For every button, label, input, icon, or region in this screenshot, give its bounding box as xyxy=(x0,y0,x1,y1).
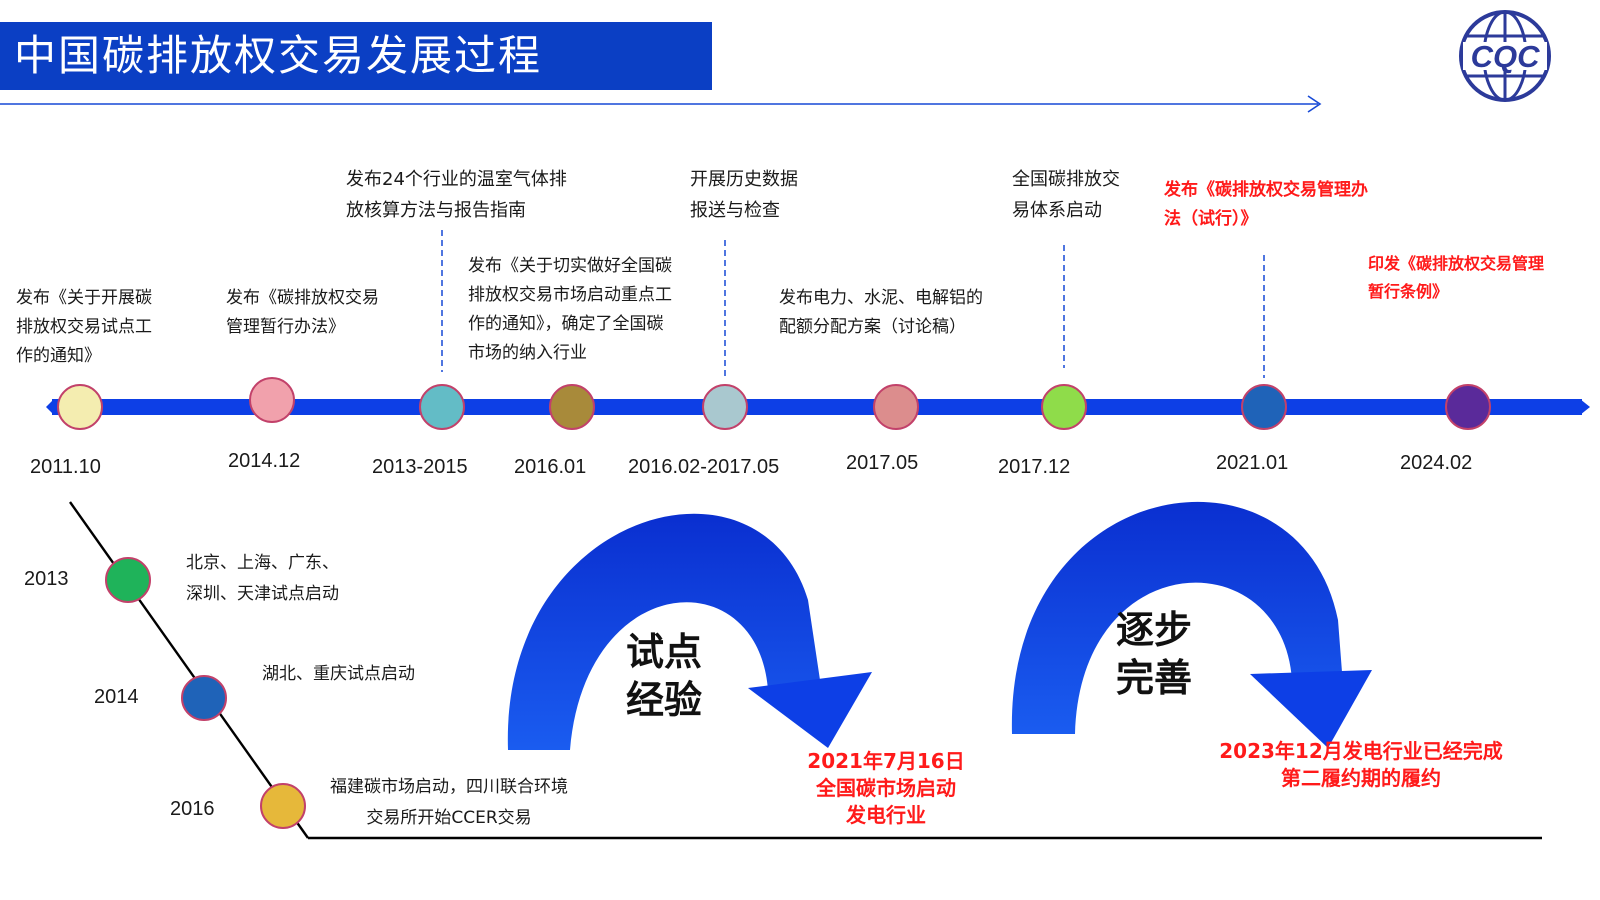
pilot-node xyxy=(181,675,227,721)
milestone-node xyxy=(702,384,748,430)
pilot-node xyxy=(105,557,151,603)
milestone-date: 2017.05 xyxy=(846,452,919,474)
page-title: 中国碳排放权交易发展过程 xyxy=(14,31,543,80)
milestone-text-2014-12: 发布《碳排放权交易 管理暂行办法》 xyxy=(226,288,379,337)
timeline-bar-right-cap xyxy=(1580,399,1590,415)
milestone-date: 2014.12 xyxy=(228,450,301,472)
curved-arrow-phase1 xyxy=(507,513,872,750)
pilot-year: 2013 xyxy=(24,568,69,590)
pilot-text-2014: 湖北、重庆试点启动 xyxy=(262,664,415,684)
milestone-text-2016-01: 发布《关于切实做好全国碳 排放权交易市场启动重点工 作的通知》，确定了全国碳 市… xyxy=(468,256,672,363)
milestone-node xyxy=(249,377,295,423)
cqc-logo: CQC xyxy=(1459,10,1551,102)
cqc-logo-text: CQC xyxy=(1471,39,1541,74)
timeline-bar-left-cap xyxy=(46,399,54,415)
milestone-text-2013-2015: 发布24个行业的温室气体排 放核算方法与报告指南 xyxy=(346,169,567,221)
milestone-node xyxy=(1445,384,1491,430)
milestone-nodes xyxy=(57,377,1491,430)
pilot-text-2013: 北京、上海、广东、 深圳、天津试点启动 xyxy=(186,553,339,604)
milestone-date: 2021.01 xyxy=(1216,452,1289,474)
phase-label-pilot-experience: 试点 经验 xyxy=(626,630,703,722)
milestone-text-2016-02: 开展历史数据 报送与检查 xyxy=(690,169,798,221)
milestone-date: 2016.01 xyxy=(514,456,587,478)
title-underline-arrowhead xyxy=(1307,95,1322,113)
milestone-date: 2013-2015 xyxy=(372,456,468,478)
milestone-date: 2011.10 xyxy=(30,456,101,478)
milestone-node xyxy=(1241,384,1287,430)
milestone-node xyxy=(873,384,919,430)
phase-label-gradual-improvement: 逐步 完善 xyxy=(1116,608,1193,700)
milestone-text-2017-12: 全国碳排放交 易体系启动 xyxy=(1012,169,1120,221)
milestone-node xyxy=(419,384,465,430)
pilot-year: 2016 xyxy=(170,798,215,820)
pilot-node xyxy=(260,783,306,829)
milestone-text-2021-01: 发布《碳排放权交易管理办 法（试行）》 xyxy=(1164,180,1368,229)
curved-arrow-phase2 xyxy=(1011,501,1372,748)
pilot-year: 2014 xyxy=(94,686,139,708)
pilot-nodes xyxy=(105,557,306,829)
milestone-text-2024-02: 印发《碳排放权交易管理 暂行条例》 xyxy=(1368,254,1545,301)
milestone-node xyxy=(549,384,595,430)
milestone-text-2017-05: 发布电力、水泥、电解铝的 配额分配方案（讨论稿） xyxy=(779,288,983,337)
title-bar xyxy=(0,22,712,90)
milestone-date: 2024.02 xyxy=(1400,452,1473,474)
milestone-date: 2017.12 xyxy=(998,456,1071,478)
pilot-text-2016: 福建碳市场启动，四川联合环境 交易所开始CCER交易 xyxy=(330,777,568,828)
phase-note-2023: 2023年12月发电行业已经完成 第二履约期的履约 xyxy=(1219,739,1503,790)
phase-note-2021: 2021年7月16日 全国碳市场启动 发电行业 xyxy=(807,749,965,827)
pilot-diagonal-line xyxy=(69,501,309,839)
milestone-date: 2016.02-2017.05 xyxy=(628,456,780,478)
milestone-node xyxy=(1041,384,1087,430)
milestone-node xyxy=(57,384,103,430)
milestone-text-2011-10: 发布《关于开展碳 排放权交易试点工 作的通知》 xyxy=(16,288,152,366)
